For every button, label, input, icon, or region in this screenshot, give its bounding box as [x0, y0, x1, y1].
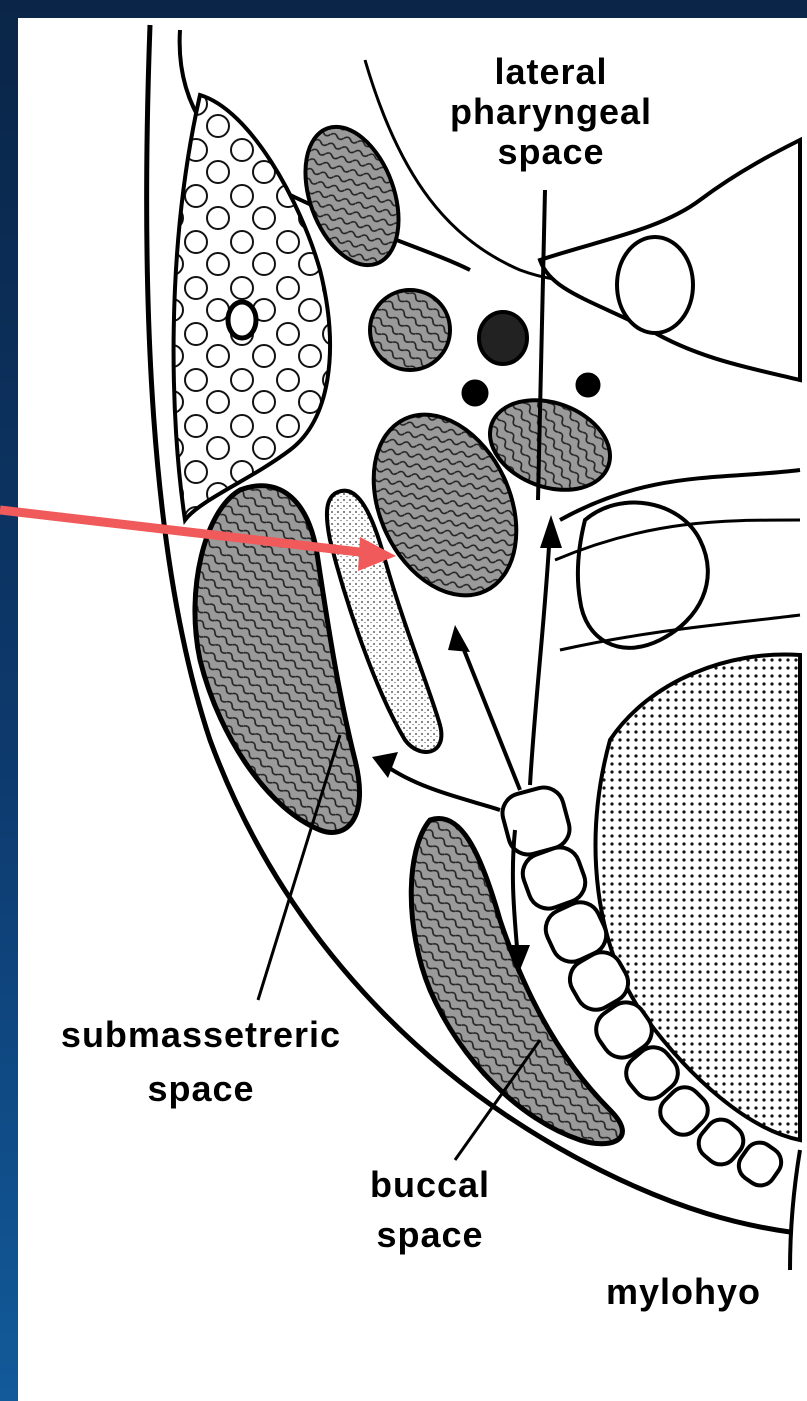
muscle-styloid-2 [370, 290, 450, 370]
label-mylohyoid: mylohyo [606, 1272, 806, 1312]
label-line: pharyngeal [436, 92, 666, 132]
label-submasseteric-space: submassetreric space [36, 1015, 366, 1109]
label-line: submassetreric [36, 1015, 366, 1055]
label-line: lateral [436, 52, 666, 92]
vessel-1 [460, 378, 490, 408]
label-line: buccal [330, 1165, 530, 1205]
label-line: space [436, 132, 666, 172]
label-line: space [330, 1215, 530, 1255]
label-buccal-space: buccal space [330, 1165, 530, 1255]
jugular-vein [479, 312, 527, 364]
vessel-2 [574, 371, 602, 399]
tonsil [617, 237, 693, 333]
mylohyoid-line [790, 1150, 800, 1270]
retromandibular-vein [228, 302, 256, 338]
label-lateral-pharyngeal-space: lateral pharyngeal space [436, 52, 666, 172]
label-line: space [36, 1069, 366, 1109]
